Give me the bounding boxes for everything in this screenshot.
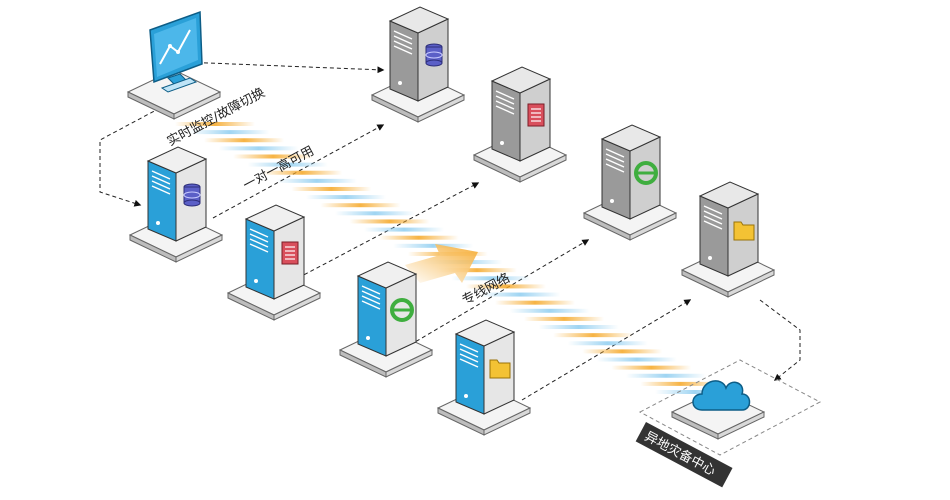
monitor-chart-icon (149, 10, 203, 93)
file-replication-line (521, 299, 692, 401)
band-stripe (335, 211, 415, 216)
data-flow-arrow (405, 244, 478, 283)
band-stripe (189, 130, 270, 135)
monitor-to-backup-db-line (182, 61, 385, 74)
band-stripe (175, 122, 255, 126)
ie-browser-icon (390, 298, 414, 322)
remote-backup-label-bg (635, 422, 733, 488)
monitor-to-primary-db-line (99, 107, 161, 207)
backup-to-cloud-line (759, 299, 801, 381)
primary-database-server (129, 146, 223, 263)
band-stripe (640, 381, 721, 386)
band-stripe (276, 178, 357, 183)
monitor-station (127, 10, 221, 120)
band-stripe (378, 235, 459, 240)
band-stripe (218, 146, 299, 151)
band-stripe (582, 349, 663, 354)
band-stripe (393, 243, 474, 248)
band-stripe (291, 186, 372, 191)
backup-file-server (681, 181, 775, 298)
band-stripe (262, 170, 343, 175)
folder-icon (489, 359, 511, 379)
backup-document-server (473, 66, 567, 183)
band-stripe (364, 227, 445, 232)
primary-document-server (227, 204, 321, 321)
band-stripe (451, 276, 532, 281)
band-stripe (305, 195, 386, 200)
one-to-one-ha-label: 一对一高可用 (240, 143, 316, 194)
band-stripe (465, 284, 546, 289)
band-stripe (524, 316, 605, 321)
band-stripe (567, 341, 648, 346)
network-band (175, 122, 735, 394)
remote-backup-center: 异地灾备中心 (635, 359, 822, 488)
database-icon (183, 183, 201, 207)
band-stripe (320, 203, 401, 208)
band-stripe (611, 365, 692, 370)
band-stripe (349, 219, 430, 224)
cloud-icon (692, 380, 751, 411)
band-stripe (204, 138, 285, 143)
band-stripe (553, 333, 634, 338)
remote-backup-label: 异地灾备中心 (642, 428, 718, 479)
band-stripe (596, 357, 677, 362)
remote-zone-outline (638, 359, 822, 456)
band-stripe (247, 162, 328, 167)
band-stripe (480, 292, 561, 297)
band-stripe (538, 325, 619, 330)
band-stripe (233, 154, 314, 159)
database-icon (425, 43, 443, 67)
document-icon (281, 241, 299, 265)
document-icon (527, 103, 545, 127)
db-replication-line (212, 124, 385, 219)
backup-database-server (371, 6, 465, 123)
band-stripe (655, 390, 735, 394)
ie-browser-icon (634, 161, 658, 185)
band-stripe (625, 373, 706, 378)
backup-web-server (583, 124, 677, 241)
primary-web-server (339, 261, 433, 378)
primary-file-server (437, 319, 531, 436)
folder-icon (733, 221, 755, 241)
band-stripe (509, 308, 590, 313)
band-stripe (436, 268, 517, 273)
band-stripe (495, 300, 575, 305)
